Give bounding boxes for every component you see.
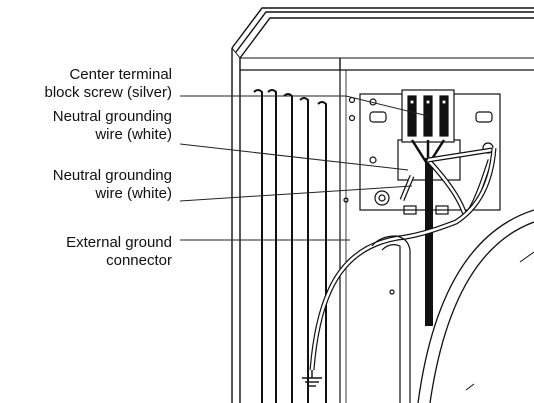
callout-line: block screw (silver) (44, 84, 172, 101)
callout-line: wire (white) (95, 185, 172, 202)
leader-lines (179, 95, 429, 241)
callout-line: connector (106, 252, 172, 269)
callout-line: Neutral grounding (52, 108, 172, 125)
power-cord (425, 158, 433, 326)
callout-neutral-grounding-wire-1: Neutral grounding wire (white) (53, 108, 172, 144)
external-ground-wire (309, 147, 497, 371)
callout-external-ground-connector: External ground connector (66, 234, 172, 270)
drum-opening (417, 209, 534, 403)
callout-line: Center terminal (69, 66, 172, 83)
neutral-grounding-wires (399, 147, 493, 216)
cabinet-side-panel (240, 69, 534, 403)
callout-line: Neutral grounding (52, 167, 172, 184)
callout-line: External ground (66, 234, 172, 251)
leader-line-2 (179, 143, 409, 171)
support-rail (371, 235, 411, 403)
leader-line-3 (179, 185, 413, 202)
callout-center-terminal-screw: Center terminal block screw (silver) (44, 66, 172, 102)
callout-neutral-grounding-wire-2: Neutral grounding wire (white) (53, 167, 172, 203)
leader-line-1-extension (345, 95, 429, 117)
callout-line: wire (white) (95, 126, 172, 143)
cabinet-top-panel (231, 7, 534, 403)
ground-symbol (302, 370, 322, 387)
